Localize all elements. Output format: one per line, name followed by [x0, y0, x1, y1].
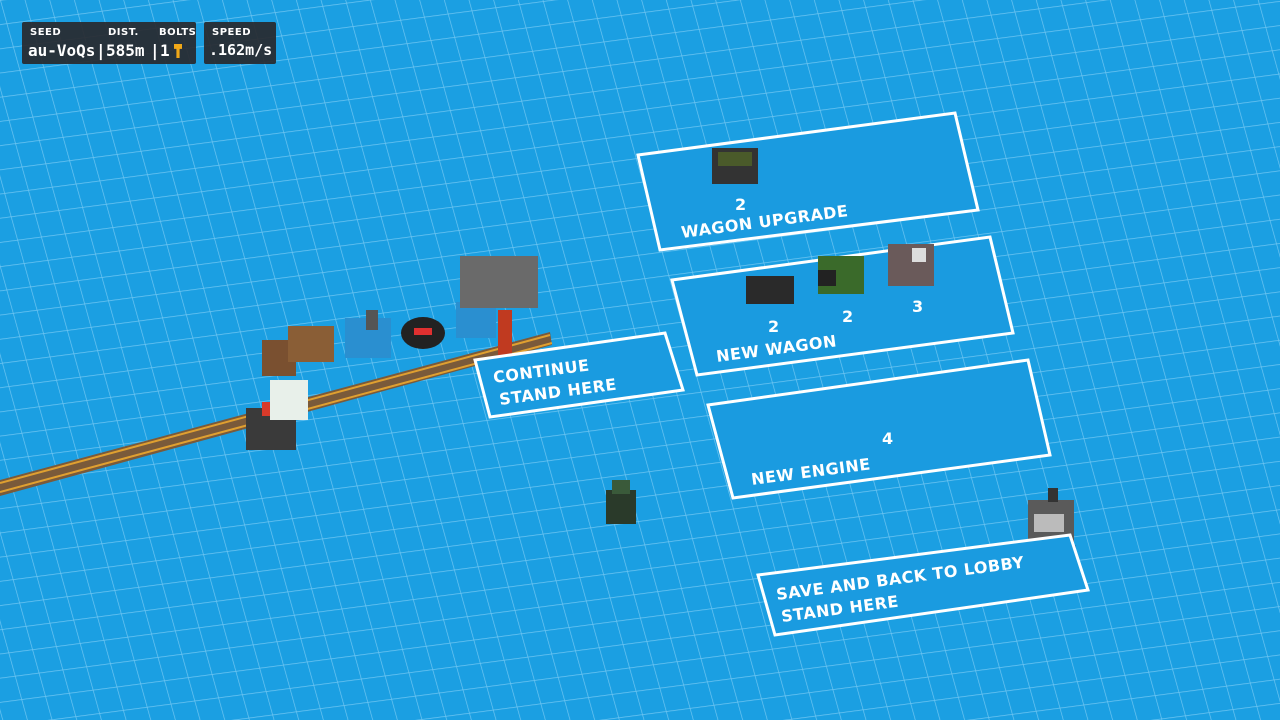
wagon-option-cost: 2	[768, 317, 780, 336]
speed-hud: SPEED .162m/s	[204, 22, 276, 64]
wagon-tank	[345, 310, 391, 358]
dist-value: 585m	[106, 41, 145, 60]
bolts-value: 1	[160, 41, 170, 60]
speed-value: .162m/s	[209, 41, 273, 59]
new-engine-cost: 4	[882, 429, 894, 448]
bolt-icon	[174, 44, 182, 58]
wagon-option-cost: 3	[912, 297, 924, 316]
separator: |	[150, 41, 160, 60]
bolts-label: BOLTS	[159, 27, 197, 38]
wagon-option-icon	[746, 276, 794, 304]
wagon-upgrade-cost: 2	[735, 195, 747, 214]
wagon-dynamite	[401, 317, 445, 349]
separator: |	[96, 41, 106, 60]
wagon-icon	[712, 148, 758, 184]
new-wagon-station[interactable]: 2 2 3 NEW WAGON	[670, 235, 1015, 377]
wagon-upgrade-station[interactable]: 2 WAGON UPGRADE	[636, 111, 980, 252]
wagon-option-icon	[818, 256, 864, 294]
seed-label: SEED	[30, 27, 62, 38]
wagon-storage	[262, 326, 334, 376]
player-character	[606, 480, 636, 524]
speed-label: SPEED	[212, 27, 251, 38]
engine	[456, 256, 538, 358]
train	[246, 256, 538, 450]
wagon-option-cost: 2	[842, 307, 854, 326]
new-engine-station[interactable]: 4 NEW ENGINE	[706, 358, 1052, 500]
dist-label: DIST.	[108, 27, 139, 38]
continue-station[interactable]: CONTINUE STAND HERE	[473, 331, 685, 419]
wagon-option-icon	[888, 244, 934, 286]
wagon-crafter	[246, 380, 308, 450]
run-stats-hud: SEED DIST. BOLTS au-VoQs | 585m | 1	[22, 22, 196, 64]
seed-value: au-VoQs	[28, 41, 96, 60]
